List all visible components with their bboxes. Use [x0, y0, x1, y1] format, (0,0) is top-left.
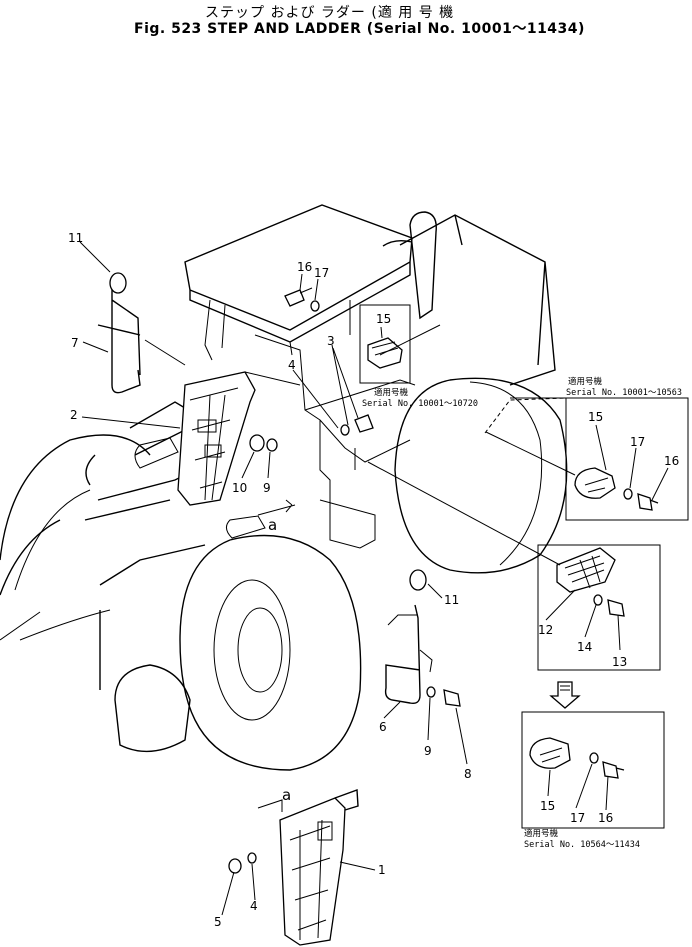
- handrail-right: [384, 604, 433, 705]
- nut-10: [249, 434, 265, 452]
- title-japanese: ステップ および ラダー (適 用 号 機: [205, 5, 455, 21]
- callout-10: 10: [232, 481, 247, 495]
- callout-5: 5: [214, 915, 222, 929]
- main-frame: [254, 334, 416, 549]
- callout-15-top: 15: [376, 312, 391, 326]
- washer-4: [340, 424, 350, 436]
- washer-17-top: [310, 300, 320, 312]
- callout-1: 1: [378, 863, 386, 877]
- callout-labels: 11 7 2 16 17 15 3 4 10 9 a 15 17 16 11 1…: [68, 231, 679, 929]
- inset1-caption-jp: 適用号機: [374, 387, 409, 398]
- callout-14: 14: [577, 640, 592, 654]
- callout-13: 13: [612, 655, 627, 669]
- callout-16-top: 16: [297, 260, 312, 274]
- callout-9-top: 9: [263, 481, 271, 495]
- title-applicability-jp: 適 用 号 機: [377, 5, 455, 21]
- callout-11-top: 11: [68, 231, 83, 245]
- title-jp-text: ステップ および ラダー: [205, 5, 366, 21]
- handrail-left: [97, 272, 141, 394]
- fasteners: [228, 287, 461, 874]
- loader-arm: [84, 401, 206, 586]
- callout-15-inset3: 15: [540, 799, 555, 813]
- callout-12: 12: [538, 623, 553, 637]
- washer-4-bottom: [247, 852, 257, 864]
- callout-9-bottom: 9: [424, 744, 432, 758]
- inset-3: 適用号機 Serial No. 10564～11434: [521, 711, 665, 850]
- inset2-caption-jp: 適用号機: [568, 376, 603, 387]
- bolt-8: [443, 689, 461, 707]
- callout-17-top: 17: [314, 266, 329, 280]
- callout-4-top: 4: [288, 358, 296, 372]
- inset3-caption-serial: Serial No. 10564～11434: [524, 840, 640, 850]
- front-wheel: [179, 534, 362, 771]
- title-english: Fig. 523 STEP AND LADDER (Serial No. 100…: [134, 21, 585, 37]
- nut-5: [228, 858, 242, 874]
- washer-9-top: [266, 438, 278, 452]
- callout-16-inset2: 16: [664, 454, 679, 468]
- callout-17-inset2: 17: [630, 435, 645, 449]
- callout-7: 7: [71, 336, 79, 350]
- inset3-caption-jp: 適用号機: [524, 828, 559, 839]
- machine-body: [0, 204, 568, 771]
- cab-pillars: [204, 299, 351, 361]
- callout-17-inset3: 17: [570, 811, 585, 825]
- view-a-label-top: a: [268, 516, 277, 534]
- callout-8: 8: [464, 767, 472, 781]
- ladder: [279, 789, 359, 946]
- callout-4-bottom: 4: [250, 899, 258, 913]
- bolt-16-top: [284, 287, 313, 307]
- down-arrow: [549, 681, 581, 709]
- title-serial-range: Serial No. 10001～11434: [373, 21, 579, 37]
- callout-3: 3: [327, 334, 335, 348]
- inset-2: 適用号機 Serial No. 10001～10563: [565, 376, 689, 521]
- title-en-text: Fig. 523 STEP AND LADDER: [134, 21, 362, 37]
- left-wheel: [0, 434, 191, 753]
- exhaust-stack: [382, 211, 437, 320]
- cylinder: [134, 437, 266, 539]
- callout-11-mid: 11: [444, 593, 459, 607]
- callout-15-inset2: 15: [588, 410, 603, 424]
- inset1-caption-serial: Serial No. 10001～10720: [362, 399, 478, 409]
- inset-step-12: [537, 544, 661, 671]
- mirror-11: [409, 569, 427, 591]
- engine-hood: [399, 214, 556, 386]
- callout-16-inset3: 16: [598, 811, 613, 825]
- inset2-caption-serial: Serial No. 10001～10563: [566, 388, 682, 398]
- step-bracket-assembly: [177, 371, 256, 506]
- view-a-label-bottom: a: [282, 786, 291, 804]
- leader-lines: [79, 241, 669, 916]
- bolt-3: [354, 414, 374, 433]
- callout-2: 2: [70, 408, 78, 422]
- washer-9-bottom: [426, 686, 436, 698]
- callout-6: 6: [379, 720, 387, 734]
